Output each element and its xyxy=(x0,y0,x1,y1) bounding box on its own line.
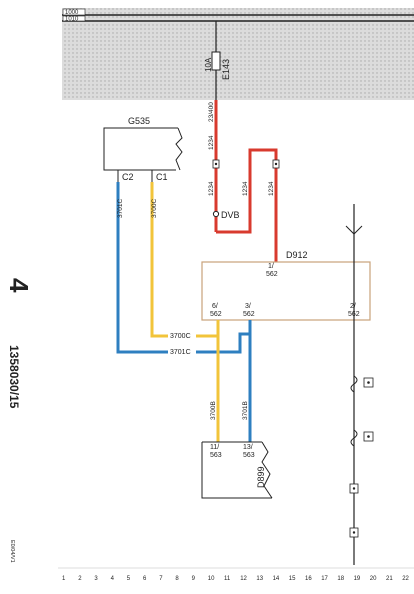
fuse-e143-symbol xyxy=(211,51,221,71)
grid-number: 3 xyxy=(94,576,98,582)
grid-number: 6 xyxy=(143,576,147,582)
rail-1000-tag xyxy=(62,8,86,16)
d899-pin-13-id: 563 xyxy=(243,452,255,459)
ground-connector-1-pin xyxy=(367,381,370,384)
d899-pin-11: 11/ xyxy=(210,444,219,451)
d912-pin-1: 1/ xyxy=(268,263,274,270)
print-code: E0/04/V1 xyxy=(9,540,15,563)
wire-label-1234-b: 1234 xyxy=(208,181,215,196)
wire-1234-loop xyxy=(216,148,278,262)
fuse-box-area xyxy=(62,8,414,100)
grid-number: 18 xyxy=(337,576,344,582)
wire-3701c xyxy=(116,182,252,354)
ground-line-break-2 xyxy=(350,429,358,447)
connector-1234-left-pin xyxy=(214,162,218,166)
d912-name: D912 xyxy=(286,250,308,260)
g535-box xyxy=(103,127,178,171)
grid-number: 22 xyxy=(402,576,409,582)
fuse-output-wire-label: 23/400 xyxy=(208,102,215,122)
grid-number: 7 xyxy=(159,576,163,582)
wire-label-3700b: 3700B xyxy=(210,401,217,420)
ground-line-break-1 xyxy=(350,375,358,393)
d899-name: D899 xyxy=(256,466,266,488)
grid-number: 9 xyxy=(192,576,196,582)
wire-label-3701c-horizontal: 3701C xyxy=(170,349,191,356)
fuse-rating: 10A xyxy=(204,57,213,72)
g535-pin-c1: C1 xyxy=(156,172,168,182)
fuse-id: E143 xyxy=(221,59,231,80)
section-number: 4 xyxy=(4,278,34,293)
grid-number: 11 xyxy=(224,576,231,582)
wire-3700c xyxy=(150,182,220,338)
rail-1010-label: 1010 xyxy=(65,17,79,23)
d899-box xyxy=(201,442,272,499)
wire-label-3701c-bg xyxy=(168,346,196,356)
grid-number: 15 xyxy=(289,576,296,582)
grid-number: 16 xyxy=(305,576,312,582)
rail-1010-tag xyxy=(62,15,86,22)
grid-number: 19 xyxy=(354,576,361,582)
dvb-splice-point xyxy=(212,210,220,218)
ground-arrow-icon xyxy=(345,225,363,235)
wire-label-1234-c: 1234 xyxy=(242,181,249,196)
grid-number: 10 xyxy=(208,576,215,582)
wire-label-1234-d: 1234 xyxy=(268,181,275,196)
grid-number: 21 xyxy=(386,576,393,582)
d899-pin-11-id: 563 xyxy=(210,452,222,459)
d912-pin-1-id: 562 xyxy=(266,271,278,278)
grid-number: 2 xyxy=(78,576,82,582)
g535-pin-c2: C2 xyxy=(122,172,134,182)
ground-connector-4-pin xyxy=(352,531,356,534)
grid-number: 5 xyxy=(127,576,131,582)
d912-box xyxy=(201,261,371,321)
wire-label-1234-a: 1234 xyxy=(208,135,215,150)
d912-pin-3: 3/ xyxy=(245,303,251,310)
wire-label-3700c-vertical: 3700C xyxy=(151,199,158,218)
grid-number: 17 xyxy=(321,576,328,582)
rail-1000-label: 1000 xyxy=(65,10,79,16)
d912-pin-6-id: 562 xyxy=(210,311,222,318)
grid-number: 12 xyxy=(240,576,247,582)
g535-name: G535 xyxy=(128,116,150,126)
wire-label-3701b: 3701B xyxy=(242,401,249,420)
g535-box-break xyxy=(175,127,183,171)
grid-number: 8 xyxy=(175,576,179,582)
grid-number: 20 xyxy=(370,576,377,582)
grid-number: 14 xyxy=(273,576,280,582)
grid-number: 13 xyxy=(256,576,263,582)
grid-number: 4 xyxy=(111,576,115,582)
d912-pin-2: 2/ xyxy=(350,303,356,310)
d899-pin-13: 13/ xyxy=(243,444,253,451)
wire-label-3700c-bg xyxy=(168,330,196,340)
d912-pin-3-id: 562 xyxy=(243,311,255,318)
wire-label-3701c-vertical: 3701C xyxy=(117,199,124,218)
connector-1234-right-pin xyxy=(274,162,278,166)
ground-connector-3-pin xyxy=(352,487,356,490)
diagram-code: 1358030/15 xyxy=(7,345,21,409)
grid-number: 1 xyxy=(62,576,66,582)
wire-label-3700c-horizontal: 3700C xyxy=(170,333,191,340)
dvb-label: DVB xyxy=(221,210,240,220)
d912-pin-6: 6/ xyxy=(212,303,218,310)
ground-connector-2-pin xyxy=(367,435,370,438)
d899-box-break xyxy=(261,441,273,499)
